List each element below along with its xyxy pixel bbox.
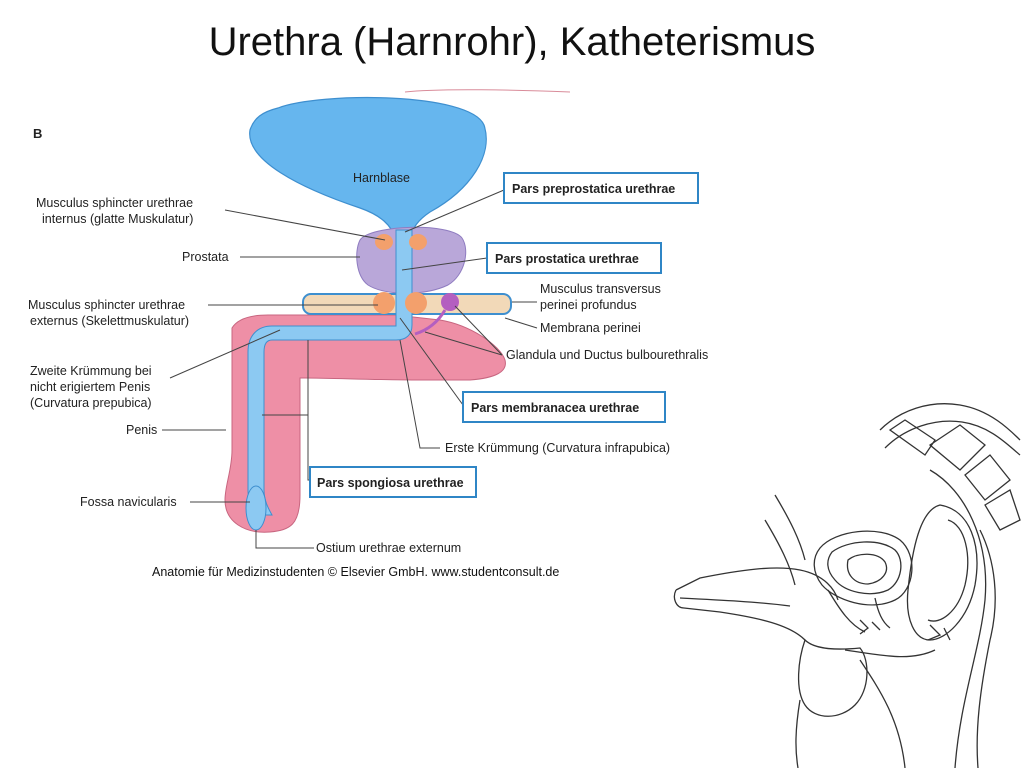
sphincter-internus-right <box>409 234 427 250</box>
label-fossa-navicularis: Fossa navicularis <box>80 495 177 509</box>
label-transversus-1: Musculus transversus <box>540 282 661 296</box>
label-sphincter-externus-2: externus (Skelettmuskulatur) <box>30 314 189 328</box>
label-sphincter-externus-1: Musculus sphincter urethrae <box>28 298 185 312</box>
svg-text:Pars preprostatica urethrae: Pars preprostatica urethrae <box>512 182 675 196</box>
panel-label: B <box>33 126 42 141</box>
label-penis: Penis <box>126 423 157 437</box>
svg-text:Pars prostatica urethrae: Pars prostatica urethrae <box>495 252 639 266</box>
sphincter-externus-left <box>373 292 395 314</box>
label-harnblase: Harnblase <box>353 171 410 185</box>
slide-title: Urethra (Harnrohr), Katheterismus <box>208 20 816 64</box>
label-kruemmung-3: (Curvatura prepubica) <box>30 396 152 410</box>
sphincter-externus-right <box>405 292 427 314</box>
leader-lines <box>162 189 538 549</box>
label-ostium: Ostium urethrae externum <box>316 541 461 555</box>
sphincter-internus-left <box>375 234 393 250</box>
pelvis-sketch <box>673 403 1021 768</box>
callout-preprostatica: Pars preprostatica urethrae <box>503 172 699 204</box>
urethra-channel <box>247 229 413 516</box>
label-erste-kruemmung: Erste Krümmung (Curvatura infrapubica) <box>445 441 670 455</box>
figure-credit: Anatomie für Medizinstudenten © Elsevier… <box>152 565 559 579</box>
bladder-shape <box>249 97 487 241</box>
bulbourethral-gland <box>441 293 459 311</box>
penis-shape <box>224 314 506 533</box>
label-membrana-perinei: Membrana perinei <box>540 321 641 335</box>
fossa-navicularis-shape <box>245 485 267 531</box>
top-marker-line <box>404 89 571 93</box>
svg-text:Pars spongiosa urethrae: Pars spongiosa urethrae <box>317 476 464 490</box>
label-transversus-2: perinei profundus <box>540 298 637 312</box>
bulbourethral-duct <box>414 309 447 336</box>
label-kruemmung-2: nicht erigiertem Penis <box>30 380 150 394</box>
callout-spongiosa: Pars spongiosa urethrae <box>309 466 477 498</box>
svg-text:Pars membranacea urethrae: Pars membranacea urethrae <box>471 401 639 415</box>
label-glandula: Glandula und Ductus bulbourethralis <box>506 348 708 362</box>
callout-membranacea: Pars membranacea urethrae <box>462 391 666 423</box>
label-sphincter-internus-2: internus (glatte Muskulatur) <box>42 212 193 226</box>
callout-prostatica: Pars prostatica urethrae <box>486 242 662 274</box>
label-prostata: Prostata <box>182 250 229 264</box>
label-sphincter-internus-1: Musculus sphincter urethrae <box>36 196 193 210</box>
label-kruemmung-1: Zweite Krümmung bei <box>30 364 152 378</box>
